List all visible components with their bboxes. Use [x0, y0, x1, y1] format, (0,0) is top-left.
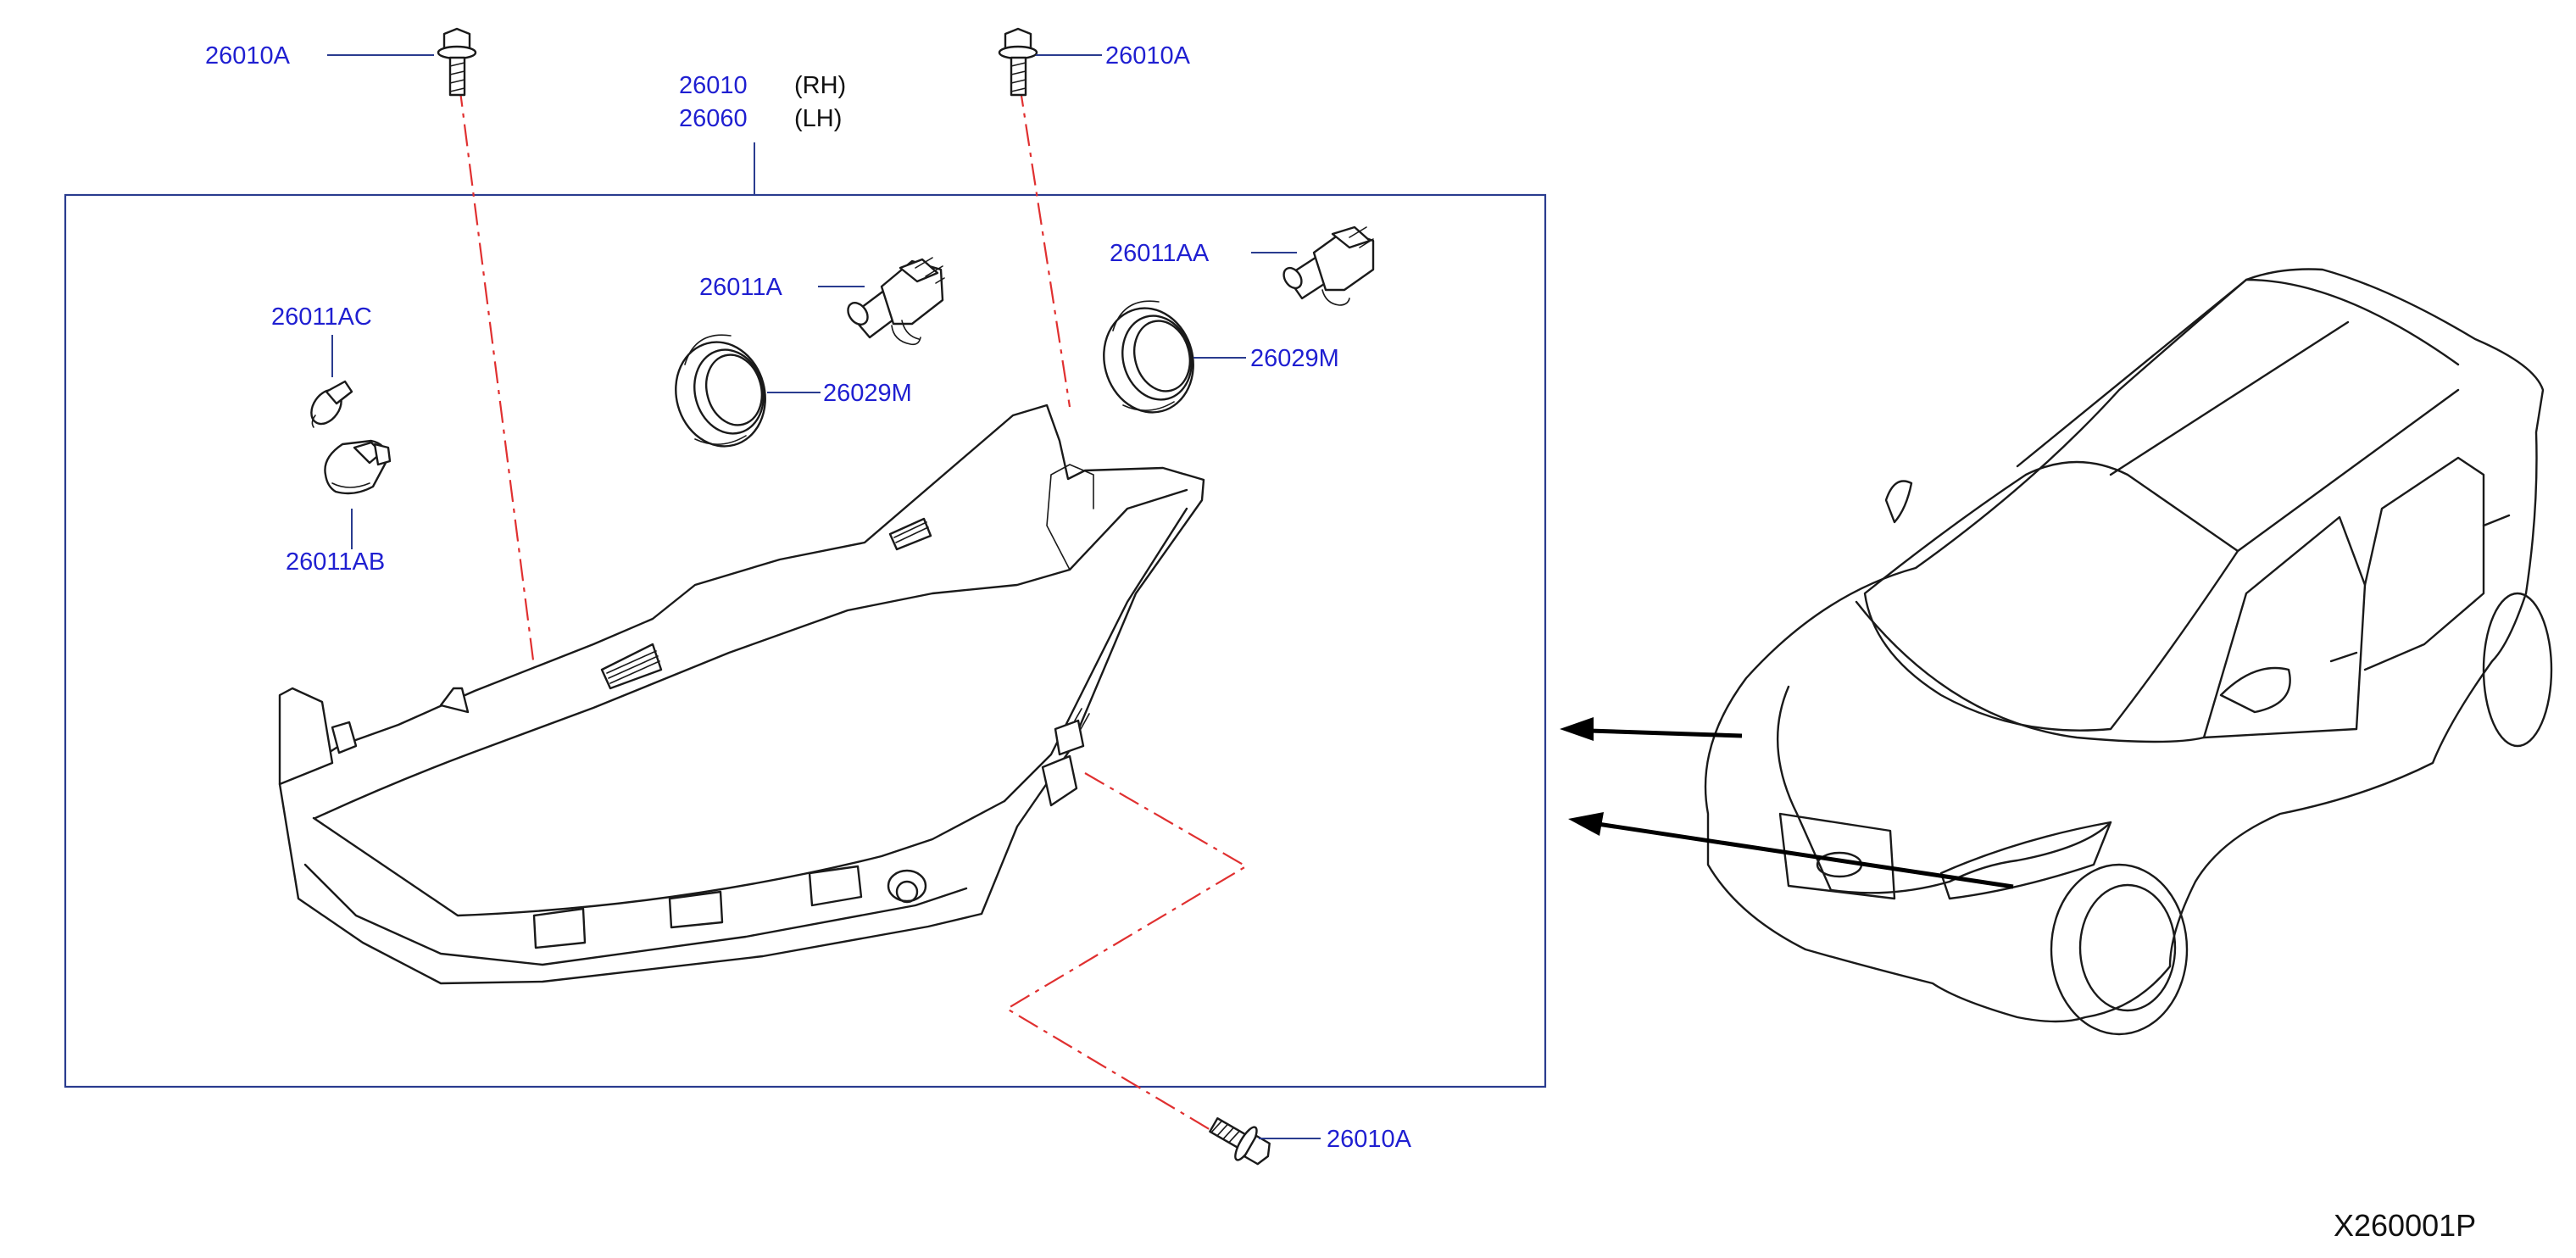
halogen-bulb-right-icon[interactable]: [1280, 225, 1375, 306]
bolt-bottom-icon[interactable]: [1205, 1109, 1277, 1172]
callout-bolt-top-right[interactable]: 26010A: [1105, 42, 1191, 70]
wedge-bulb-small-icon[interactable]: [305, 380, 353, 430]
callout-bolt-top-left[interactable]: 26010A: [205, 42, 291, 70]
callout-bulb-left-lower[interactable]: 26011AB: [286, 548, 385, 576]
figure-reference: X260001P: [2334, 1208, 2476, 1243]
callout-bulb-right[interactable]: 26011AA: [1110, 240, 1210, 267]
headlamp-assembly-icon[interactable]: [278, 404, 1205, 985]
label-rh-side: (RH): [794, 72, 846, 99]
bulb-socket-icon[interactable]: [324, 439, 392, 495]
callout-bulb-center[interactable]: 26011A: [699, 274, 782, 301]
callout-leaders: [327, 54, 1321, 1139]
bolt-top-left-icon[interactable]: [437, 27, 477, 97]
label-lh-side: (LH): [794, 105, 842, 132]
installation-lines: [458, 84, 1249, 1137]
callout-cap-center[interactable]: 26029M: [823, 380, 912, 407]
assembly-frame: [64, 193, 1547, 1088]
callout-bulb-left-upper[interactable]: 26011AC: [271, 303, 372, 331]
bolt-top-right-icon[interactable]: [998, 27, 1038, 97]
callout-cap-right[interactable]: 26029M: [1250, 345, 1339, 372]
callout-headlamp-lh[interactable]: 26060: [679, 105, 748, 132]
callout-bolt-bottom[interactable]: 26010A: [1327, 1126, 1412, 1153]
bulb-cap-right-icon[interactable]: [1093, 298, 1205, 423]
callout-headlamp-rh[interactable]: 26010: [679, 72, 748, 99]
halogen-bulb-center-icon[interactable]: [844, 257, 945, 346]
vehicle-location-sketch: [1704, 268, 2553, 1036]
bulb-cap-center-icon[interactable]: [665, 332, 777, 457]
location-arrows: [1560, 717, 2014, 889]
